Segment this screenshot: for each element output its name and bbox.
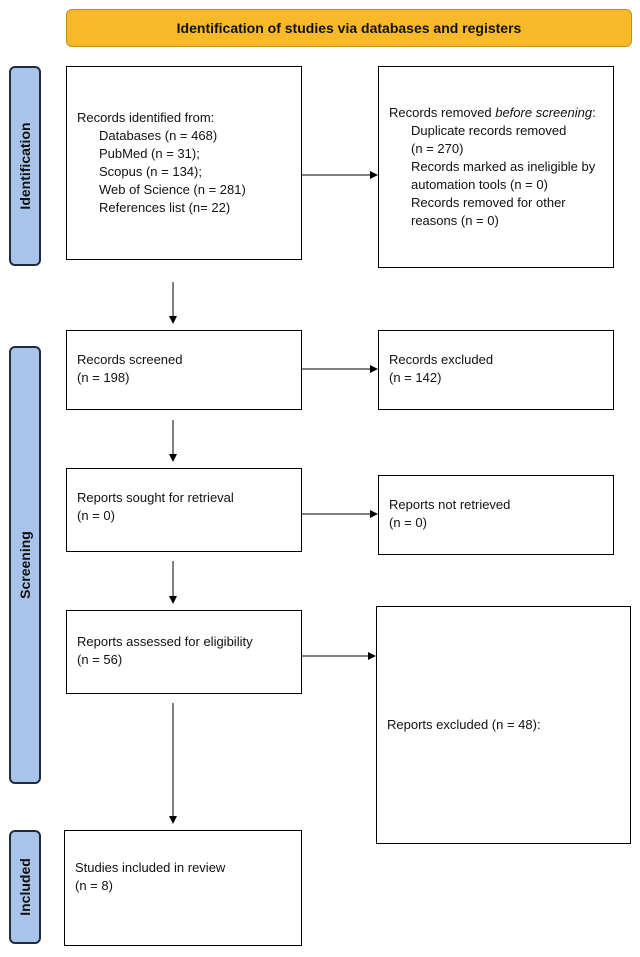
- phase-identification: Identification: [9, 66, 41, 266]
- records-identified-heading: Records identified from:: [77, 110, 215, 125]
- records-screened-count: (n = 198): [77, 370, 130, 385]
- records-identified-item: Databases (n = 468): [99, 128, 218, 143]
- studies-included-label: Studies included in review: [75, 860, 226, 875]
- reports-excluded-label: Reports excluded (n = 48):: [387, 717, 541, 732]
- header-title: Identification of studies via databases …: [176, 20, 522, 36]
- reports-not-retrieved-label: Reports not retrieved: [389, 497, 511, 512]
- records-screened-label: Records screened: [77, 352, 183, 367]
- records-removed-item: Duplicate records removed: [411, 123, 567, 138]
- records-identified-item: PubMed (n = 31);: [99, 146, 200, 161]
- records-identified-item: Web of Science (n = 281): [99, 182, 246, 197]
- reports-excluded-box: Reports excluded (n = 48):: [376, 606, 631, 844]
- header-bar: Identification of studies via databases …: [66, 9, 632, 47]
- reports-sought-label: Reports sought for retrieval: [77, 490, 234, 505]
- studies-included-box: Studies included in review (n = 8): [64, 830, 302, 946]
- phase-included: Included: [9, 830, 41, 944]
- studies-included-count: (n = 8): [75, 878, 113, 893]
- reports-not-retrieved-box: Reports not retrieved (n = 0): [378, 475, 614, 555]
- records-excluded-label: Records excluded: [389, 352, 494, 367]
- records-removed-heading: Records removed before screening:: [389, 104, 603, 122]
- records-removed-heading-suffix: :: [592, 105, 596, 120]
- phase-screening: Screening: [9, 346, 41, 784]
- records-removed-item: reasons (n = 0): [411, 213, 499, 228]
- records-removed-heading-italic: before screening: [495, 105, 593, 120]
- reports-assessed-label: Reports assessed for eligibility: [77, 634, 253, 649]
- records-removed-item: Records removed for other: [411, 195, 566, 210]
- records-removed-item: (n = 270): [411, 141, 464, 156]
- records-removed-item: automation tools (n = 0): [411, 177, 548, 192]
- reports-sought-box: Reports sought for retrieval (n = 0): [66, 468, 302, 552]
- records-excluded-box: Records excluded (n = 142): [378, 330, 614, 410]
- records-removed-heading-prefix: Records removed: [389, 105, 496, 120]
- records-identified-item: References list (n= 22): [99, 200, 231, 215]
- records-identified-item: Scopus (n = 134);: [99, 164, 202, 179]
- reports-not-retrieved-count: (n = 0): [389, 515, 427, 530]
- records-removed-item: Records marked as ineligible by: [411, 159, 596, 174]
- records-screened-box: Records screened (n = 198): [66, 330, 302, 410]
- records-excluded-count: (n = 142): [389, 370, 442, 385]
- reports-sought-count: (n = 0): [77, 508, 115, 523]
- reports-assessed-count: (n = 56): [77, 652, 123, 667]
- records-removed-box: Records removed before screening: Duplic…: [378, 66, 614, 268]
- reports-assessed-box: Reports assessed for eligibility (n = 56…: [66, 610, 302, 694]
- records-identified-box: Records identified from: Databases (n = …: [66, 66, 302, 260]
